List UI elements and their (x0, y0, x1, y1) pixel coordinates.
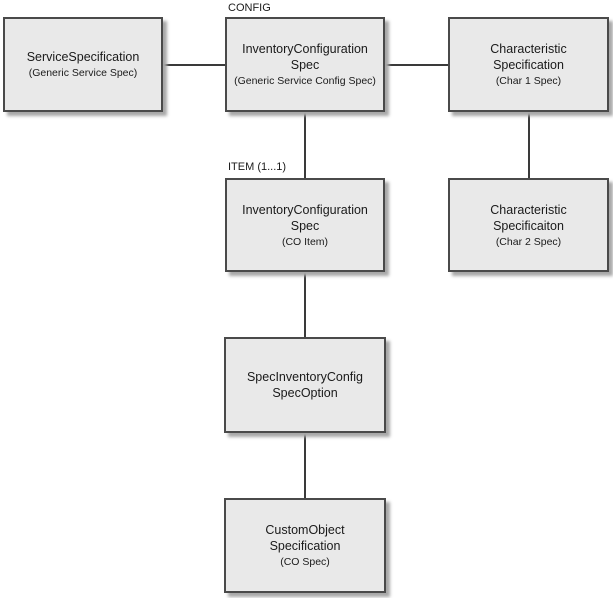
connector-coitem-specoption (304, 272, 306, 337)
node-characteristic-specification-1: Characteristic Specification (Char 1 Spe… (448, 17, 609, 112)
node-spec-inventory-config-spec-option: SpecInventoryConfig SpecOption (224, 337, 386, 433)
node-subtitle: (Char 2 Spec) (495, 235, 562, 248)
node-subtitle: (Generic Service Spec) (28, 67, 138, 79)
connector-specoption-cospec (304, 433, 306, 498)
node-custom-object-specification: CustomObject Specification (CO Spec) (224, 498, 386, 593)
node-title: Characteristic Specificaiton (490, 202, 567, 233)
node-title: CustomObject Specification (265, 523, 345, 553)
node-subtitle: (Char 1 Spec) (495, 75, 562, 87)
connector-invconfig-coitem (304, 112, 306, 178)
node-subtitle: (CO Spec) (280, 556, 330, 568)
node-subtitle: (Generic Service Config Spec) (234, 75, 376, 87)
edge-label-config: CONFIG (228, 2, 271, 14)
node-title: InventoryConfiguration Spec (242, 202, 368, 233)
node-subtitle: (CO Item) (281, 235, 329, 248)
node-inventory-configuration-spec-co-item: InventoryConfiguration Spec (CO Item) (225, 178, 385, 272)
connector-servicespec-invconfig (163, 64, 225, 66)
node-title: Characteristic Specification (490, 42, 567, 72)
connector-invconfig-charspec1 (385, 64, 448, 66)
node-title: InventoryConfiguration Spec (242, 42, 368, 72)
connector-charspec1-charspec2 (528, 112, 530, 178)
node-title: SpecInventoryConfig SpecOption (246, 370, 364, 400)
node-title: ServiceSpecification (26, 50, 140, 64)
node-characteristic-specification-2: Characteristic Specificaiton (Char 2 Spe… (448, 178, 609, 272)
node-service-specification: ServiceSpecification (Generic Service Sp… (3, 17, 163, 112)
node-inventory-configuration-spec-generic: InventoryConfiguration Spec (Generic Ser… (225, 17, 385, 112)
edge-label-item: ITEM (1...1) (228, 161, 287, 173)
